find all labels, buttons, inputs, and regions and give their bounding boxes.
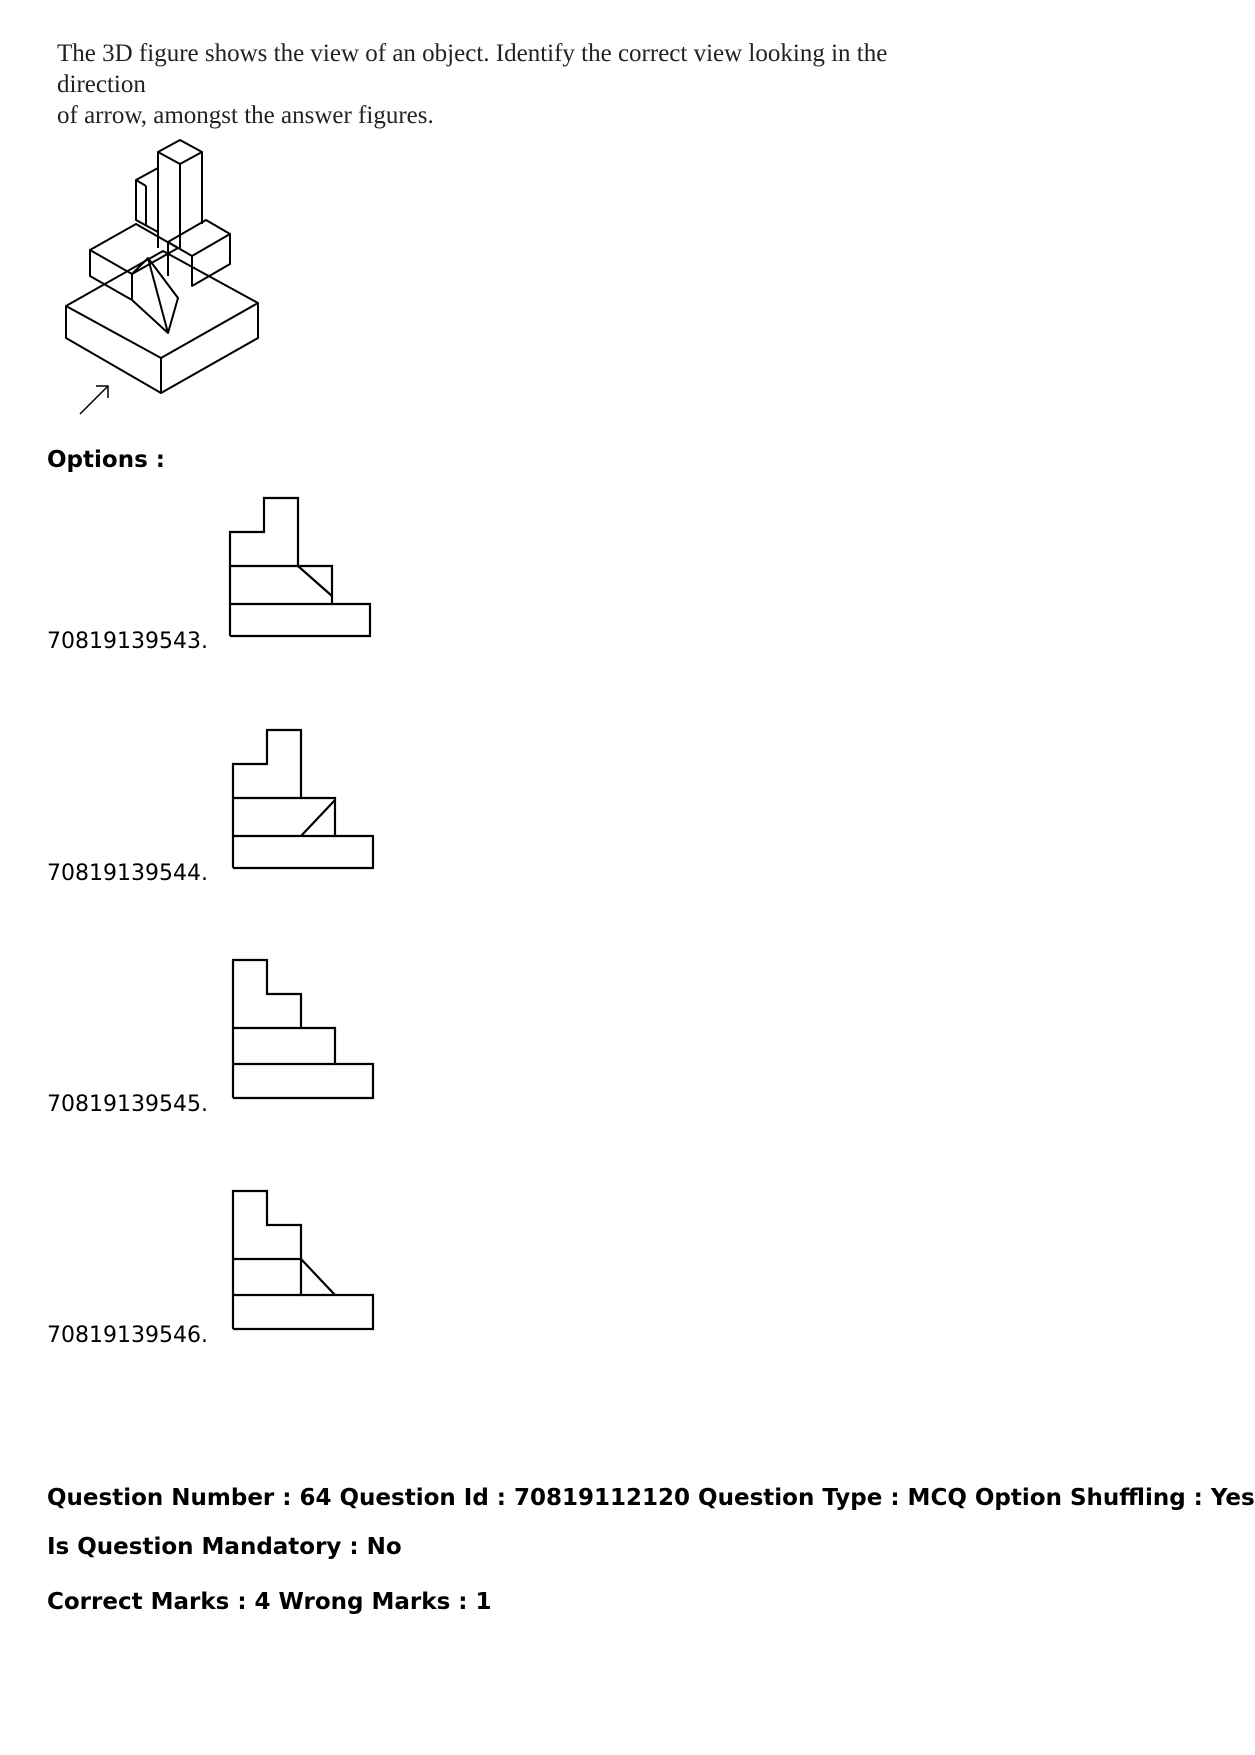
- isometric-figure: [58, 128, 268, 418]
- question-line-2: of arrow, amongst the answer figures.: [57, 102, 434, 129]
- question-line-1: The 3D figure shows the view of an objec…: [57, 40, 888, 98]
- question-meta-line-3: Correct Marks : 4 Wrong Marks : 1: [47, 1589, 492, 1615]
- question-meta-line-1: Question Number : 64 Question Id : 70819…: [47, 1485, 1255, 1511]
- option-figure-3[interactable]: [231, 958, 377, 1104]
- options-label: Options :: [47, 447, 165, 473]
- option-id-1[interactable]: 70819139543.: [47, 629, 208, 654]
- question-meta-line-2: Is Question Mandatory : No: [47, 1534, 402, 1560]
- option-id-2[interactable]: 70819139544.: [47, 861, 208, 886]
- option-figure-1[interactable]: [228, 496, 374, 642]
- question-text: The 3D figure shows the view of an objec…: [57, 38, 957, 131]
- direction-arrow-icon: [80, 386, 108, 414]
- option-figure-2[interactable]: [231, 728, 377, 874]
- option-figure-4[interactable]: [231, 1189, 377, 1335]
- option-id-3[interactable]: 70819139545.: [47, 1092, 208, 1117]
- option-id-4[interactable]: 70819139546.: [47, 1323, 208, 1348]
